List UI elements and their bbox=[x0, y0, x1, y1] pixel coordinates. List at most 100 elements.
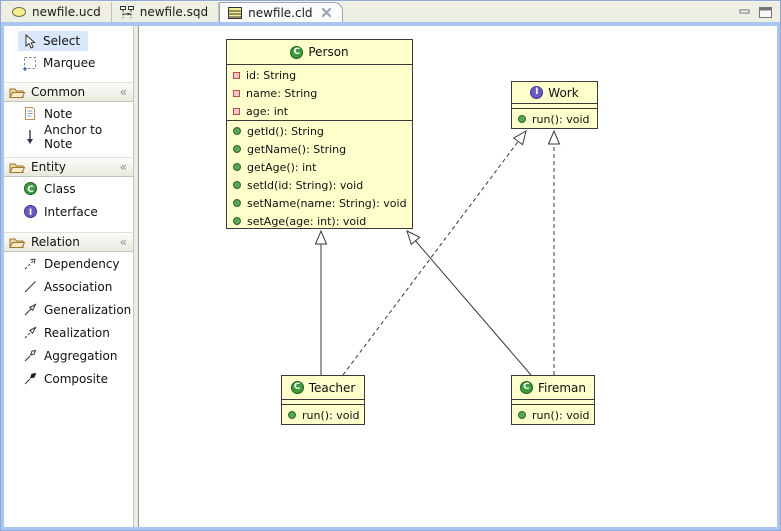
item-label: Class bbox=[44, 181, 76, 196]
method-row[interactable]: getName(): String bbox=[227, 140, 412, 158]
tool-palette: Select Marquee bbox=[4, 26, 134, 527]
svg-text:I: I bbox=[28, 208, 31, 218]
editor-tabbar: newfile.ucd newfile.sqd bbox=[1, 1, 780, 22]
attribute-icon bbox=[233, 107, 240, 115]
item-label: Dependency bbox=[44, 256, 120, 271]
marquee-icon bbox=[21, 55, 37, 71]
method-row[interactable]: run(): void bbox=[512, 406, 594, 424]
methods-section: run(): void bbox=[512, 109, 597, 128]
methods-section: run(): void bbox=[282, 405, 364, 424]
section-label: Common bbox=[31, 85, 86, 99]
attributes-section bbox=[512, 104, 597, 109]
folder-icon bbox=[9, 234, 25, 250]
class-box-teacher[interactable]: C Teacher run(): void bbox=[281, 375, 365, 425]
palette-section-common[interactable]: Common « bbox=[4, 82, 133, 102]
palette-item-dependency[interactable]: Dependency bbox=[4, 252, 133, 275]
tabbar-spacer bbox=[357, 2, 737, 22]
method-row[interactable]: setName(name: String): void bbox=[227, 194, 412, 212]
attribute-row[interactable]: age: int bbox=[227, 102, 412, 120]
tab-label: newfile.cld bbox=[248, 5, 313, 20]
class-icon: C bbox=[290, 381, 304, 394]
method-row[interactable]: getId(): String bbox=[227, 122, 412, 140]
realization-icon bbox=[22, 325, 38, 341]
class-icon: C bbox=[290, 45, 304, 59]
diagram-canvas[interactable]: C Person id: String name: String age: in… bbox=[139, 26, 777, 527]
palette-item-generalization[interactable]: Generalization bbox=[4, 298, 133, 321]
section-label: Relation bbox=[31, 235, 80, 249]
sequence-diagram-icon bbox=[119, 5, 135, 19]
palette-item-composite[interactable]: Composite bbox=[4, 367, 133, 390]
methods-section: run(): void bbox=[512, 405, 594, 424]
relation-lines bbox=[314, 129, 561, 376]
maximize-icon[interactable] bbox=[758, 6, 773, 19]
method-icon bbox=[518, 115, 526, 123]
palette-item-anchor-to-note[interactable]: Anchor to Note bbox=[4, 123, 133, 151]
method-icon bbox=[233, 217, 241, 225]
palette-item-class[interactable]: C Class bbox=[4, 177, 133, 200]
collapse-icon[interactable]: « bbox=[119, 160, 127, 174]
palette-section-relation[interactable]: Relation « bbox=[4, 232, 133, 252]
composite-icon bbox=[22, 371, 38, 387]
section-label: Entity bbox=[31, 160, 67, 174]
class-name: Fireman bbox=[537, 380, 587, 395]
interface-icon: I bbox=[530, 86, 544, 99]
palette-section-entity[interactable]: Entity « bbox=[4, 157, 133, 177]
method-row[interactable]: run(): void bbox=[512, 110, 597, 128]
class-name: Person bbox=[308, 45, 349, 59]
palette-item-association[interactable]: Association bbox=[4, 275, 133, 298]
palette-canvas-divider[interactable] bbox=[134, 26, 139, 527]
attribute-row[interactable]: id: String bbox=[227, 66, 412, 84]
collapse-icon[interactable]: « bbox=[119, 85, 127, 99]
svg-text:C: C bbox=[27, 185, 34, 195]
attributes-section: id: String name: String age: int bbox=[227, 65, 412, 121]
method-row[interactable]: setId(id: String): void bbox=[227, 176, 412, 194]
tab-newfile-sqd[interactable]: newfile.sqd bbox=[112, 2, 220, 22]
method-row[interactable]: getAge(): int bbox=[227, 158, 412, 176]
anchor-to-note-icon bbox=[22, 129, 38, 145]
minimize-icon[interactable] bbox=[737, 6, 752, 19]
attribute-icon bbox=[233, 89, 240, 97]
item-label: Generalization bbox=[44, 302, 132, 317]
attribute-row[interactable]: name: String bbox=[227, 84, 412, 102]
class-icon: C bbox=[519, 381, 533, 394]
relation-fireman-person-generalization bbox=[406, 230, 532, 376]
class-box-person[interactable]: C Person id: String name: String age: in… bbox=[226, 39, 413, 229]
method-row[interactable]: run(): void bbox=[282, 406, 364, 424]
note-icon bbox=[22, 106, 38, 122]
palette-item-aggregation[interactable]: Aggregation bbox=[4, 344, 133, 367]
item-label: Note bbox=[44, 106, 73, 121]
item-label: Realization bbox=[44, 325, 110, 340]
interface-header: I Work bbox=[512, 82, 597, 104]
palette-tool-select[interactable]: Select bbox=[18, 31, 89, 51]
tab-label: newfile.sqd bbox=[139, 5, 209, 19]
folder-icon bbox=[9, 159, 25, 175]
method-icon bbox=[233, 163, 241, 171]
palette-tool-marquee[interactable]: Marquee bbox=[18, 53, 103, 73]
method-row[interactable]: setAge(age: int): void bbox=[227, 212, 412, 230]
class-box-fireman[interactable]: C Fireman run(): void bbox=[511, 375, 595, 425]
method-icon bbox=[233, 181, 241, 189]
method-icon bbox=[233, 145, 241, 153]
association-icon bbox=[22, 279, 38, 295]
class-icon: C bbox=[22, 181, 38, 197]
tool-label: Marquee bbox=[43, 56, 96, 70]
method-icon bbox=[233, 199, 241, 207]
palette-item-realization[interactable]: Realization bbox=[4, 321, 133, 344]
folder-icon bbox=[9, 84, 25, 100]
tool-label: Select bbox=[43, 34, 81, 48]
palette-item-interface[interactable]: I Interface bbox=[4, 200, 133, 223]
select-cursor-icon bbox=[21, 33, 37, 49]
close-icon[interactable] bbox=[321, 7, 332, 18]
tab-newfile-ucd[interactable]: newfile.ucd bbox=[4, 2, 112, 22]
palette-item-note[interactable]: Note bbox=[4, 102, 133, 125]
interface-box-work[interactable]: I Work run(): void bbox=[511, 81, 598, 129]
class-header: C Fireman bbox=[512, 376, 594, 400]
tab-newfile-cld[interactable]: newfile.cld bbox=[219, 2, 343, 22]
class-name: Teacher bbox=[308, 380, 356, 395]
view-controls bbox=[737, 2, 777, 22]
collapse-icon[interactable]: « bbox=[119, 235, 127, 249]
relation-teacher-work-realization bbox=[342, 129, 527, 376]
aggregation-icon bbox=[22, 348, 38, 364]
attributes-section bbox=[282, 400, 364, 405]
class-diagram-icon bbox=[227, 6, 243, 20]
